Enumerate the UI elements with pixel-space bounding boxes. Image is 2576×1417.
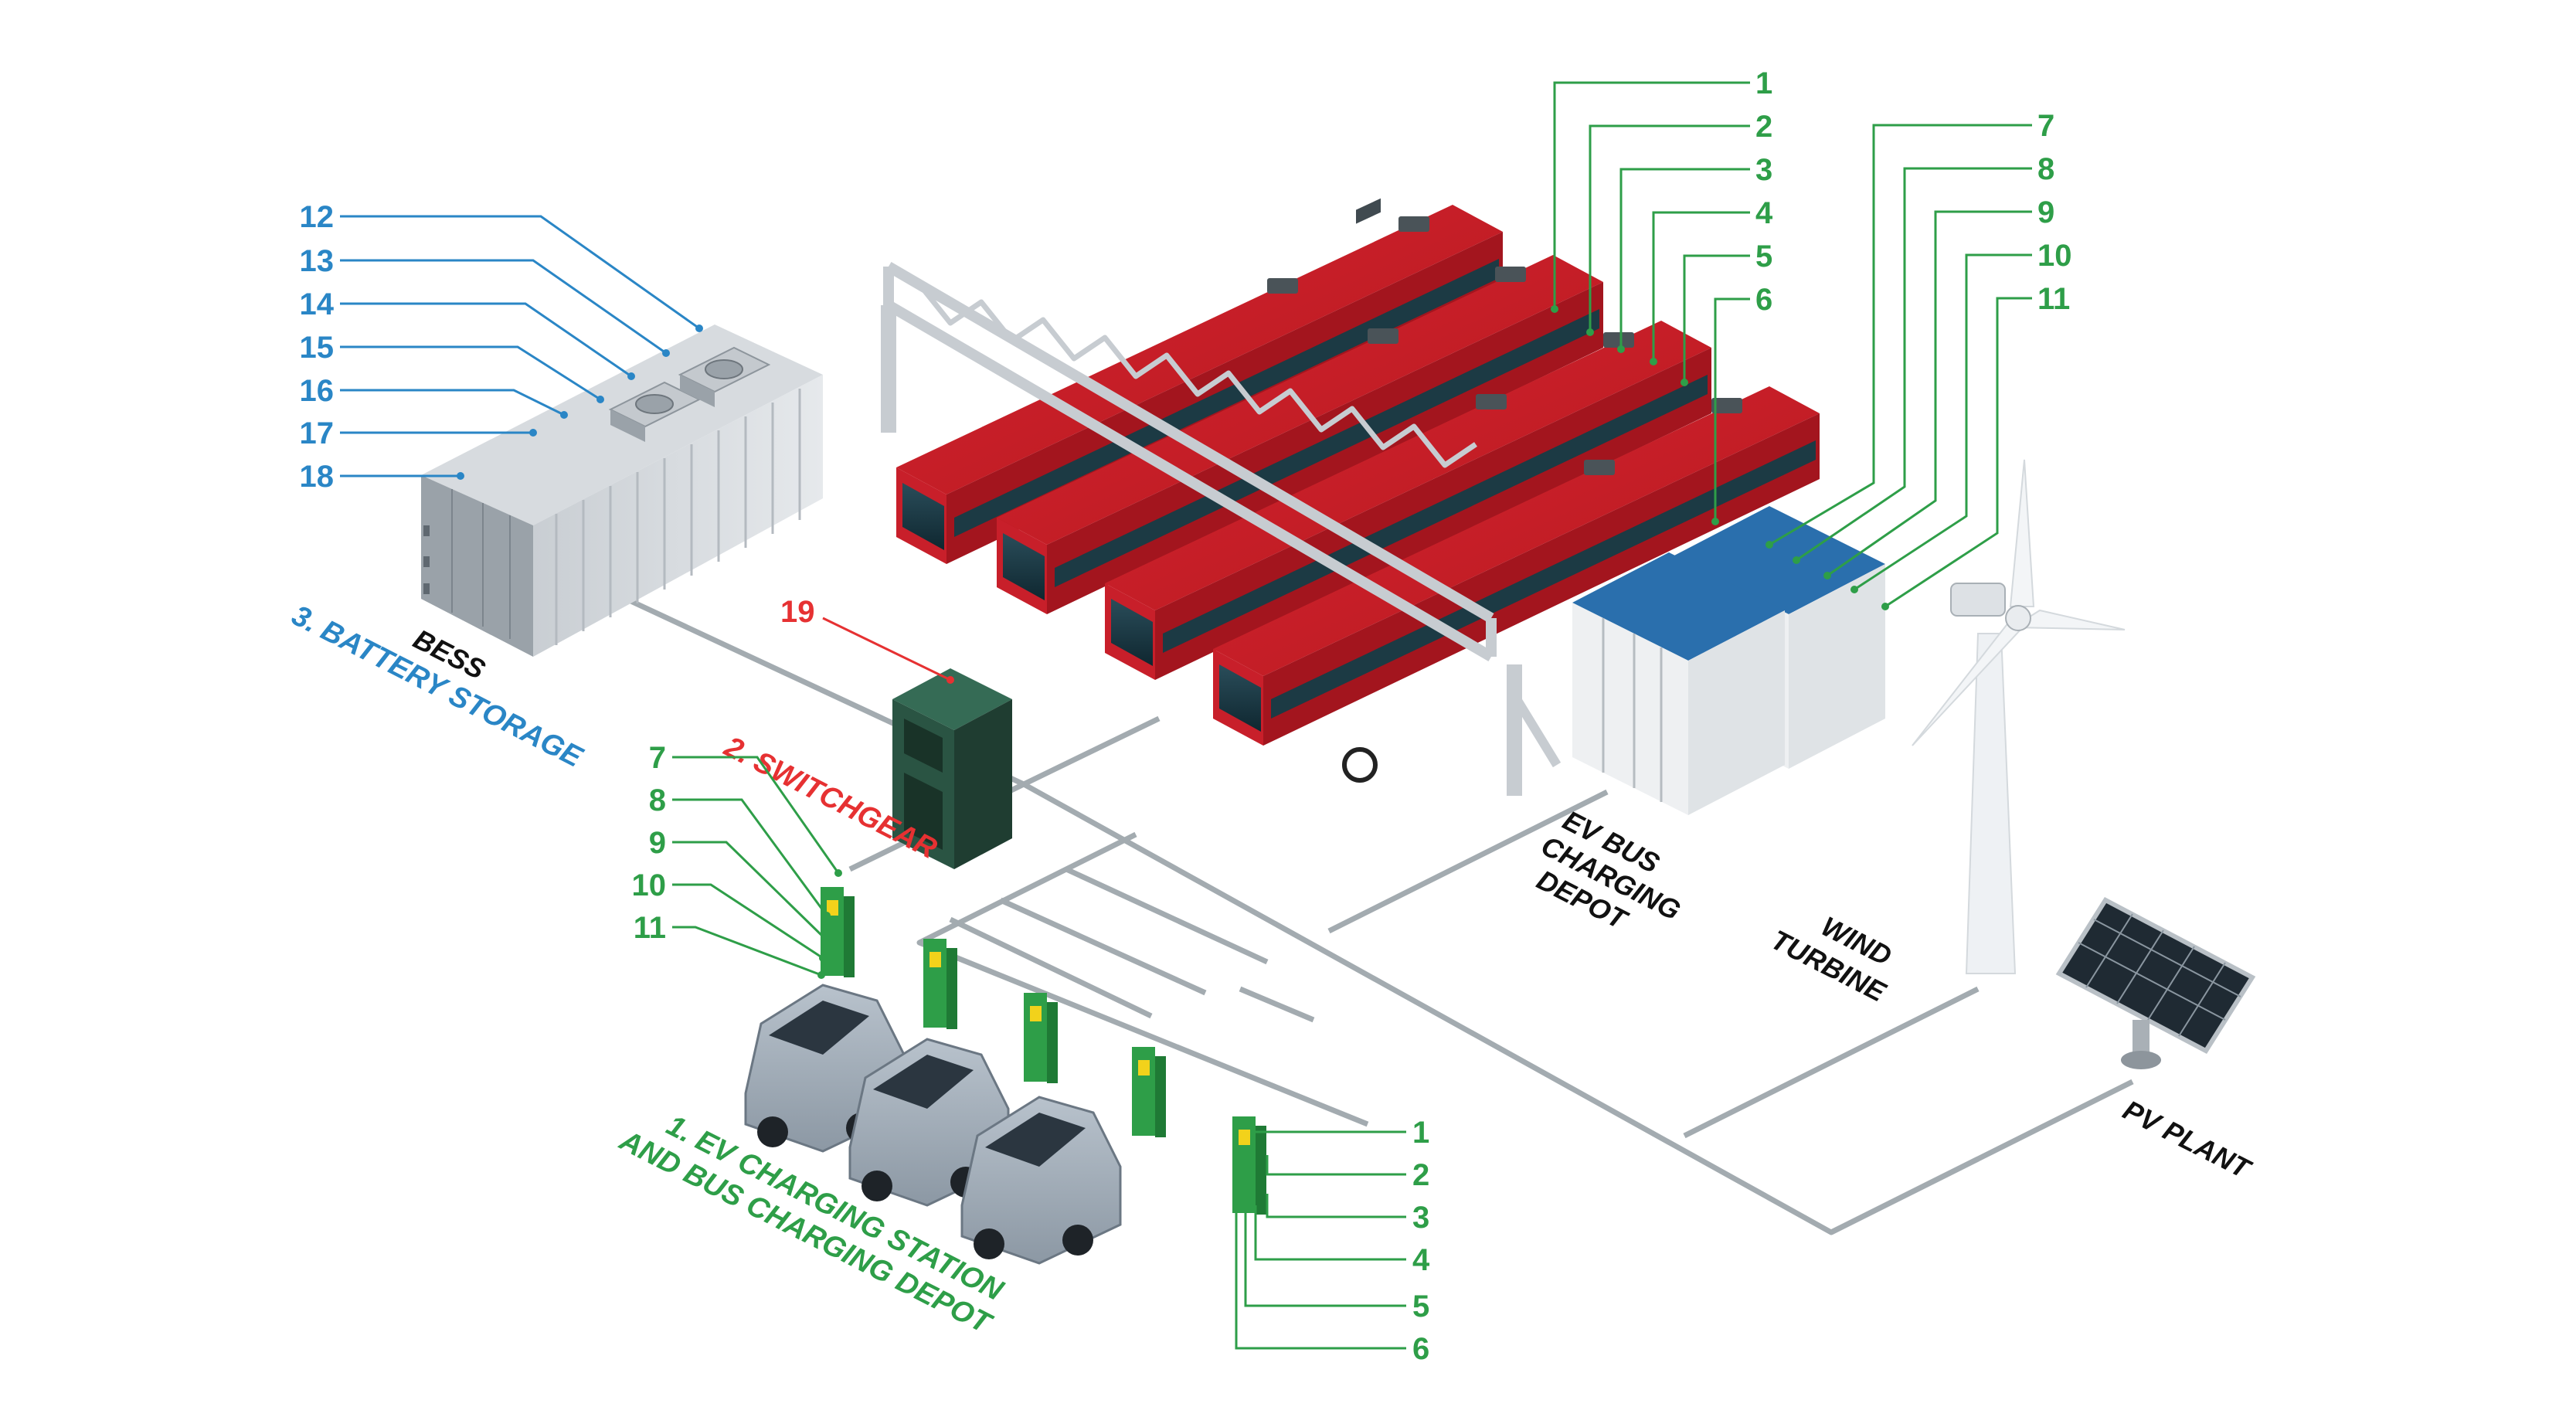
ev-charger-icon [1232, 1116, 1266, 1215]
callout-2: 2 [1412, 1158, 1429, 1192]
battery-container-icon [421, 325, 823, 657]
ev-charger-right-callouts [1235, 1130, 1406, 1350]
pantograph-gantry-icon [881, 261, 1562, 796]
callout-10: 10 [632, 868, 667, 902]
bus-fleet [896, 198, 1820, 783]
callout-7: 7 [2037, 109, 2054, 143]
callout-7: 7 [649, 741, 666, 775]
callout-1: 1 [1412, 1116, 1429, 1150]
callout-19: 19 [780, 595, 815, 629]
ev-charger-icon [821, 887, 855, 977]
switchgear-cabinet-icon [892, 668, 1012, 869]
bus-icon [1213, 386, 1820, 783]
ev-charger-left-callouts [672, 756, 840, 977]
callout-17: 17 [300, 416, 335, 450]
callout-8: 8 [2037, 152, 2054, 186]
callout-15: 15 [300, 331, 335, 365]
callout-5: 5 [1412, 1290, 1429, 1324]
wind-turbine-icon [1912, 459, 2126, 974]
callout-11: 11 [2037, 282, 2070, 316]
ev-chargers [821, 887, 1266, 1215]
callout-8: 8 [649, 783, 666, 817]
car-icon [848, 1038, 1010, 1207]
callout-12: 12 [300, 200, 335, 234]
power-grid-lines [624, 596, 2134, 1235]
bess-callouts [340, 215, 700, 477]
ev-charger-icon [1132, 1047, 1166, 1137]
bus-charger-cabinets [1572, 506, 1885, 815]
callout-6: 6 [1412, 1332, 1429, 1366]
callout-13: 13 [300, 244, 335, 278]
callout-18: 18 [300, 460, 335, 494]
callout-16: 16 [300, 374, 335, 408]
callout-4: 4 [1755, 196, 1773, 230]
ev-cars [744, 984, 1122, 1265]
callout-14: 14 [300, 287, 335, 321]
callout-10: 10 [2037, 239, 2072, 273]
car-icon [960, 1096, 1122, 1265]
callout-6: 6 [1755, 283, 1772, 317]
callout-1: 1 [1755, 66, 1772, 100]
callout-3: 3 [1755, 153, 1772, 187]
bus-icon [1105, 321, 1711, 680]
callout-2: 2 [1755, 110, 1772, 144]
callout-4: 4 [1412, 1243, 1430, 1277]
label-pv-plant: PV PLANT [2118, 1094, 2257, 1186]
ev-charger-icon [923, 939, 957, 1029]
callout-11: 11 [634, 911, 666, 945]
bus-depot-callouts [1553, 81, 1750, 522]
bus-charger-callouts [1769, 124, 2032, 608]
callout-9: 9 [649, 826, 666, 860]
solar-panel-icon [2055, 897, 2256, 1069]
callout-9: 9 [2037, 195, 2054, 229]
callout-3: 3 [1412, 1201, 1429, 1235]
callout-5: 5 [1755, 240, 1772, 274]
ev-charger-icon [1024, 993, 1058, 1083]
switchgear-callout: 19 [780, 595, 954, 684]
